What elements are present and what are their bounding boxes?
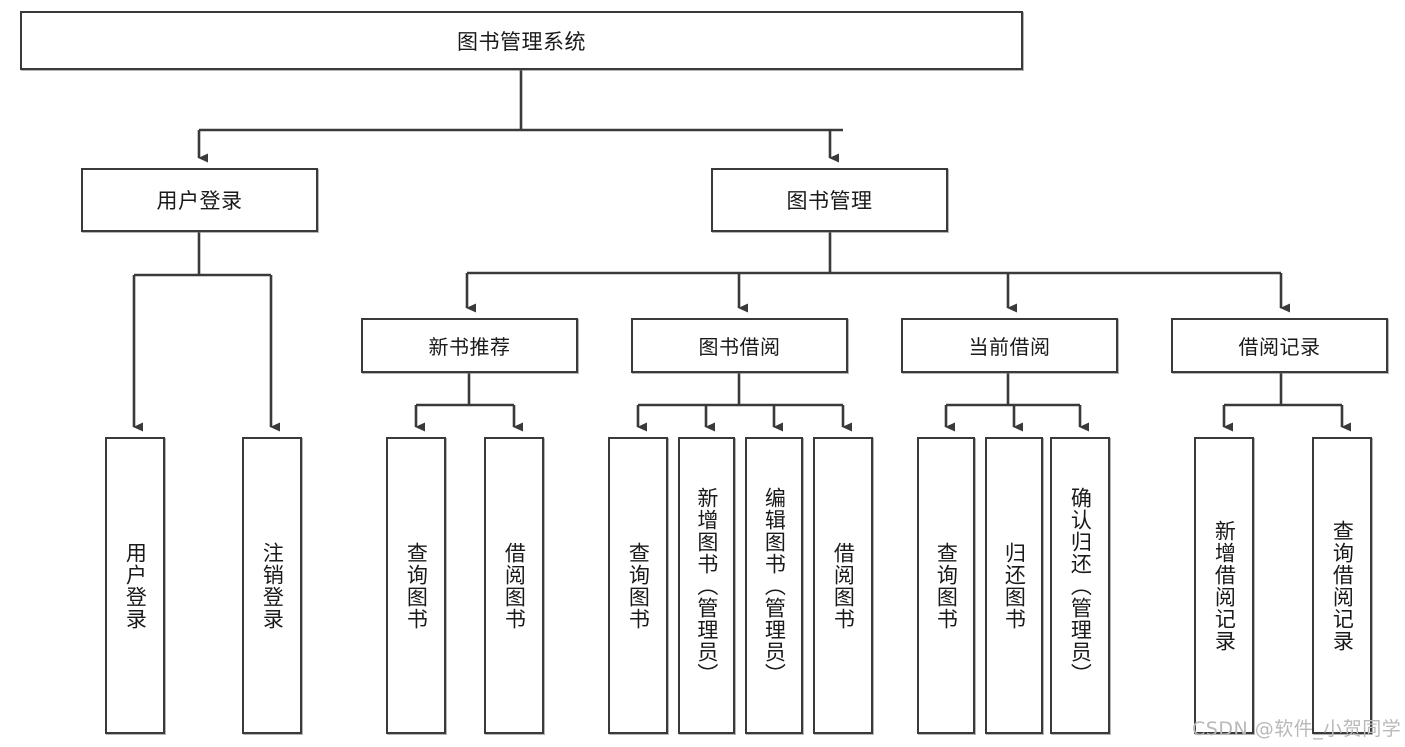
node-new-book-recommend[interactable]: 新书推荐	[361, 318, 578, 373]
node-label: 图书借阅	[698, 335, 781, 359]
node-label: 用户登录	[123, 541, 148, 630]
node-label: 归还图书	[1002, 541, 1027, 630]
node-label: 查询借阅记录	[1330, 519, 1355, 652]
node-label: 图书管理	[786, 189, 873, 213]
node-label: 查询图书	[934, 541, 959, 630]
node-book-management[interactable]: 图书管理	[711, 168, 948, 232]
node-root-book-management-system[interactable]: 图书管理系统	[20, 11, 1023, 70]
leaf-query-book-recommend[interactable]: 查询图书	[386, 437, 446, 734]
node-label: 编辑图书（管理员）	[762, 486, 787, 685]
node-user-login[interactable]: 用户登录	[81, 168, 318, 232]
node-label: 注销登录	[260, 541, 285, 630]
node-book-borrow[interactable]: 图书借阅	[631, 318, 848, 373]
leaf-add-book-admin[interactable]: 新增图书（管理员）	[678, 437, 735, 734]
leaf-borrow-book-recommend[interactable]: 借阅图书	[484, 437, 544, 734]
node-label: 新增图书（管理员）	[694, 486, 719, 685]
node-current-borrow[interactable]: 当前借阅	[901, 318, 1118, 373]
leaf-query-book-borrow[interactable]: 查询图书	[608, 437, 668, 734]
node-label: 图书管理系统	[457, 29, 586, 54]
leaf-logout[interactable]: 注销登录	[242, 437, 302, 734]
node-label: 确认归还（管理员）	[1068, 486, 1093, 685]
node-label: 借阅图书	[502, 541, 527, 630]
node-label: 用户登录	[156, 189, 243, 213]
leaf-edit-book-admin[interactable]: 编辑图书（管理员）	[745, 437, 803, 734]
node-label: 新书推荐	[428, 335, 511, 359]
leaf-add-borrow-record[interactable]: 新增借阅记录	[1194, 437, 1254, 734]
leaf-query-borrow-record[interactable]: 查询借阅记录	[1312, 437, 1372, 734]
node-label: 查询图书	[404, 541, 429, 630]
leaf-return-book[interactable]: 归还图书	[985, 437, 1043, 734]
node-label: 当前借阅	[968, 335, 1051, 359]
leaf-user-login[interactable]: 用户登录	[105, 437, 165, 734]
csdn-watermark: CSDN @软件_小贺同学	[1192, 718, 1402, 740]
node-label: 借阅记录	[1238, 335, 1321, 359]
node-label: 借阅图书	[831, 541, 856, 630]
node-label: 新增借阅记录	[1212, 519, 1237, 652]
leaf-query-book-current[interactable]: 查询图书	[917, 437, 975, 734]
leaf-borrow-book[interactable]: 借阅图书	[813, 437, 873, 734]
node-label: 查询图书	[626, 541, 651, 630]
node-borrow-record[interactable]: 借阅记录	[1171, 318, 1388, 373]
leaf-confirm-return-admin[interactable]: 确认归还（管理员）	[1050, 437, 1110, 734]
